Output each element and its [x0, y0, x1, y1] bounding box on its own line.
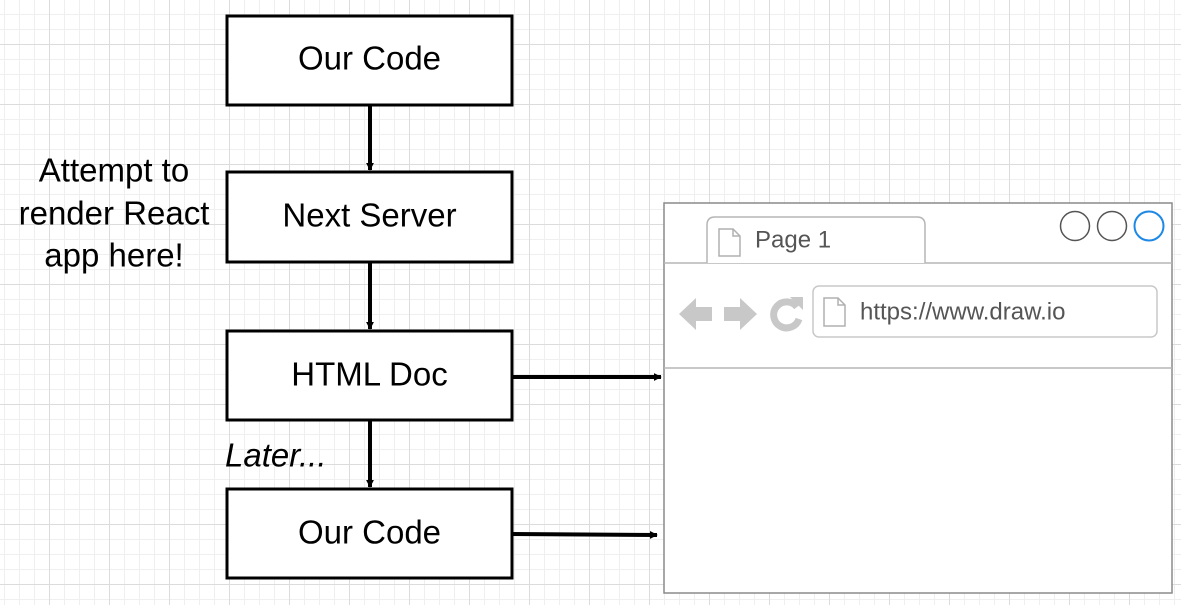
- browser-tab[interactable]: Page 1: [706, 216, 926, 263]
- box-html-doc-label: HTML Doc: [291, 356, 447, 393]
- side-note: Attempt to render React app here!: [19, 152, 210, 274]
- address-bar[interactable]: https://www.draw.io: [812, 285, 1158, 338]
- page-icon: [718, 228, 741, 257]
- window-close-icon[interactable]: [1133, 210, 1165, 242]
- arrow-code-to-browser: [511, 530, 658, 539]
- box-next-server-label: Next Server: [282, 197, 456, 234]
- window-minimize-icon[interactable]: [1059, 210, 1091, 242]
- refresh-icon[interactable]: [770, 297, 803, 332]
- forward-arrow-icon[interactable]: [724, 298, 757, 330]
- browser-tab-label: Page 1: [755, 226, 831, 253]
- side-note-line-2: render React: [19, 195, 210, 232]
- box-our-code-bottom[interactable]: Our Code: [225, 487, 514, 580]
- box-our-code-top[interactable]: Our Code: [225, 14, 514, 107]
- back-arrow-icon[interactable]: [679, 298, 712, 330]
- side-note-line-1: Attempt to: [39, 152, 189, 189]
- box-next-server[interactable]: Next Server: [225, 170, 514, 264]
- later-label: Later...: [225, 437, 327, 474]
- box-our-code-bottom-label: Our Code: [298, 514, 441, 551]
- box-our-code-top-label: Our Code: [298, 40, 441, 77]
- address-page-icon: [823, 297, 846, 327]
- browser-window: Page 1 https://www.draw.io: [663, 202, 1173, 594]
- address-url-text: https://www.draw.io: [860, 298, 1065, 325]
- box-html-doc[interactable]: HTML Doc: [225, 329, 514, 422]
- window-maximize-icon[interactable]: [1096, 210, 1128, 242]
- side-note-line-3: app here!: [44, 237, 183, 274]
